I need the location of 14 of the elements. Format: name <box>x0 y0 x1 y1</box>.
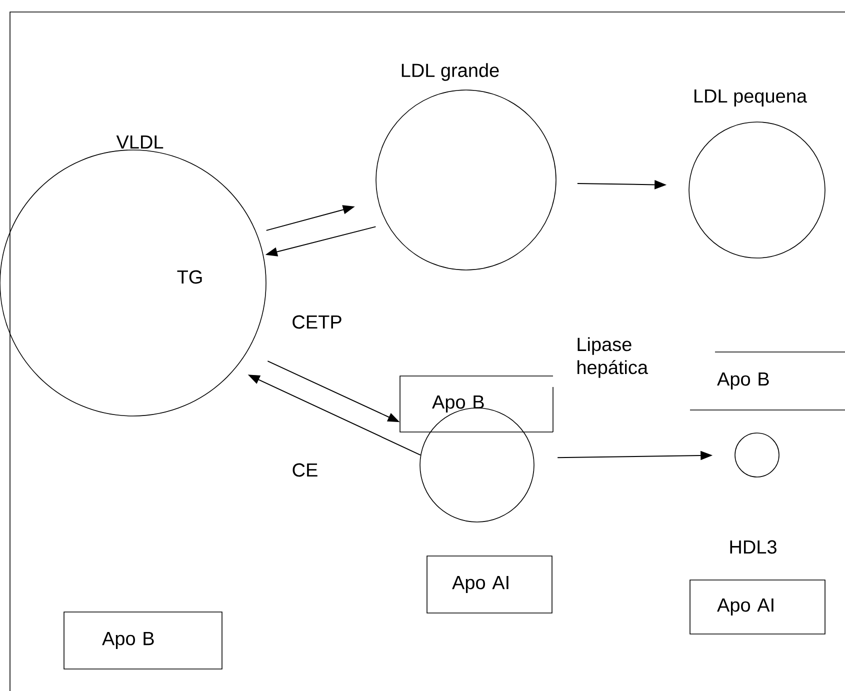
apo-box: Apo AI <box>426 556 552 614</box>
hdl-circle <box>734 432 780 478</box>
apo-box: Apo AI <box>690 580 826 634</box>
process-label: CE <box>292 463 318 477</box>
apo-box: Apo B <box>690 352 845 410</box>
particle-label: LDL grande <box>402 63 499 81</box>
core-label: TG <box>177 270 202 284</box>
process-label: HDL3 <box>730 540 776 554</box>
enzyme-label: Lipase hepática <box>578 337 648 378</box>
apo-box: Apo B <box>400 376 554 432</box>
particle-label: VLDL <box>116 135 164 149</box>
apo-box: Apo B <box>64 612 222 670</box>
particle-label: LDL pequena <box>694 90 808 106</box>
process-label: CETP <box>292 315 342 329</box>
